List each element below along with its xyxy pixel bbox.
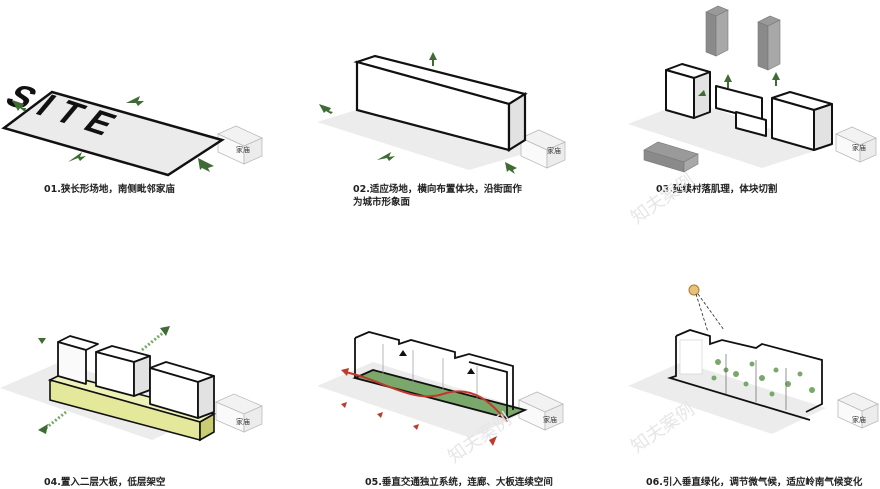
temple-label: 家庙 [543,415,557,424]
arrow-icon [505,162,517,174]
route-line [344,371,508,423]
arrow-up-icon [724,74,732,88]
marker-icon [377,412,383,418]
caption-02-line2: 为城市形象面 [353,197,411,208]
caption-02-line1: 02.适应场地，横向布置体块，沿街面作 [353,184,522,195]
arrow-icon [12,100,26,112]
arrow-icon [38,338,46,344]
arrow-up-icon [772,72,780,86]
caption-05: 05.垂直交通独立系统，连廊、大板连续空间 [365,477,553,488]
temple-label: 家庙 [547,146,561,155]
ventilation-arrow-icon [45,410,67,430]
arrow-up-icon [429,52,437,66]
massing-diagram: 家庙 [317,52,566,174]
panel-04: 家庙 04.置入二层大板，低层架空 [0,244,293,488]
route-arrow-icon [489,436,497,446]
route-arrow-icon [341,368,349,376]
neighbor-towers [643,5,781,173]
panel-05: 家庙 05.垂直交通独立系统，连廊、大板连续空间 知夫案例 [293,244,586,488]
panel-01: 家庙 SITE 01.狭长形场地，南侧毗邻家庙 [0,0,293,244]
arrow-icon [68,152,86,162]
ventilation-arrow-icon [141,330,165,352]
temple-label: 家庙 [852,143,866,152]
temple-label: 家庙 [852,415,866,424]
marker-icon [341,402,347,408]
vertical-greening [711,359,815,397]
sun-icon [688,284,700,296]
arrow-up-icon [399,350,407,356]
arrow-icon [198,158,214,172]
greening-diagram: 家庙 [628,284,879,434]
arrow-icon [126,96,144,106]
arrow-up-icon [467,368,475,374]
arrow-icon [698,90,706,96]
caption-02: 02.适应场地，横向布置体块，沿街面作 为城市形象面 [353,183,522,209]
cut-massing-diagram: 家庙 [628,5,877,173]
circulation-diagram: 家庙 [317,331,564,446]
panel-03: 家庙 03.延续村落肌理，体块切割 知夫案例 [586,0,879,244]
marker-icon [413,424,419,430]
caption-04: 04.置入二层大板，低层架空 [44,477,166,488]
temple-label: 家庙 [236,145,250,154]
caption-01: 01.狭长形场地，南侧毗邻家庙 [44,184,175,195]
arrow-icon [319,104,333,114]
site-diagram: 家庙 SITE [0,78,263,177]
panel-06: 家庙 06.引入垂直绿化，调节微气候，适应岭南气候变化 知夫案例 [586,244,879,488]
caption-03: 03.延续村落肌理，体块切割 [656,184,778,195]
arrow-icon [160,326,170,336]
temple-label: 家庙 [236,417,250,426]
slab-diagram: 家庙 [0,326,263,442]
arrow-icon [38,424,48,434]
panel-02: 家庙 02.适应场地，横向布置体块，沿街面作 为城市形象面 [293,0,586,244]
arrow-icon [377,152,395,161]
caption-06: 06.引入垂直绿化，调节微气候，适应岭南气候变化 [646,477,863,488]
